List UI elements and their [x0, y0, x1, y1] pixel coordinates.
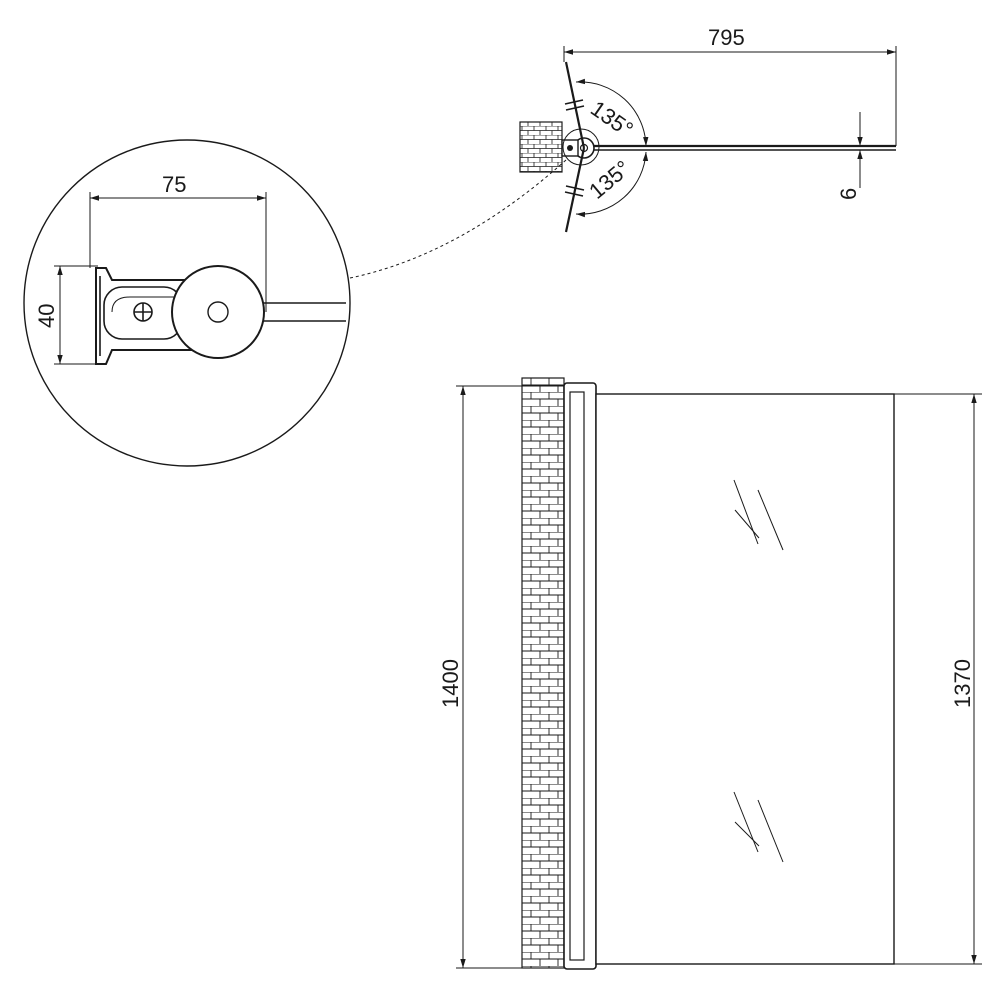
plan-wall	[519, 121, 563, 173]
dim-label-75: 75	[162, 172, 186, 197]
plan-view: 135° 135° 795 6	[519, 25, 897, 233]
elevation-view: 1400 1370	[438, 377, 982, 970]
glass-reflection-upper	[733, 479, 784, 551]
dim-label-795: 795	[708, 25, 745, 50]
hinge-detail-view: 75 40	[23, 139, 351, 467]
angle-label-lower: 135°	[584, 155, 635, 203]
dim-label-1400: 1400	[438, 659, 463, 708]
dim-label-1370: 1370	[950, 659, 975, 708]
detail-leader-line	[349, 159, 567, 279]
glass-reflection-lower	[733, 791, 784, 863]
elevation-glass-panel	[595, 393, 895, 965]
elevation-wall	[521, 377, 565, 969]
dim-label-40: 40	[34, 304, 59, 328]
angle-label-upper: 135°	[586, 96, 638, 143]
dim-label-6: 6	[836, 188, 861, 200]
plan-swing-upper	[564, 61, 586, 149]
